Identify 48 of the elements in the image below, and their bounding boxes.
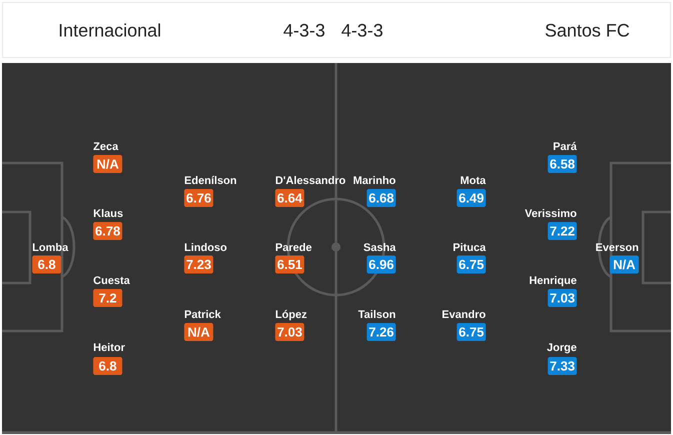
- formation: 4-3-3: [284, 24, 324, 37]
- rating-badge: 6.96: [366, 256, 396, 274]
- player-name: Zeca: [94, 142, 118, 150]
- rating-badge: N/A: [184, 323, 214, 341]
- rating-badge: 6.58: [548, 155, 577, 173]
- team-name: Santos FC: [546, 24, 630, 37]
- player-name: Tailson: [358, 310, 396, 318]
- team-name: Internacional: [60, 23, 160, 37]
- rating-badge: 6.8: [93, 357, 122, 375]
- player-name: Verissimo: [524, 209, 576, 218]
- player-name: Lindoso: [184, 243, 227, 252]
- rating-badge: N/A: [610, 256, 639, 274]
- formation: 4-3-3: [342, 24, 382, 37]
- rating-badge: 7.03: [548, 289, 577, 307]
- rating-badge: 6.75: [456, 256, 486, 274]
- rating-badge: 6.8: [32, 256, 62, 274]
- player-name: Everson: [596, 243, 638, 252]
- player-name: D'Alessandro: [276, 176, 346, 184]
- rating-badge: 6.78: [93, 222, 122, 240]
- player-name: Klaus: [94, 209, 123, 218]
- rating-badge: 6.51: [275, 256, 304, 274]
- player-name: Patrick: [184, 310, 221, 318]
- player-name: Marinho: [354, 176, 396, 184]
- player-name: Evandro: [442, 310, 486, 318]
- rating-badge: 7.22: [548, 222, 577, 240]
- player-name: Parede: [276, 243, 312, 252]
- rating-badge: 7.03: [275, 323, 304, 341]
- player-name: López: [276, 310, 307, 320]
- player-name: Pituca: [454, 243, 486, 252]
- player-name: Mota: [460, 176, 486, 184]
- player-name: Cuesta: [94, 276, 130, 284]
- rating-badge: N/A: [93, 155, 122, 173]
- rating-badge: 7.33: [548, 357, 577, 375]
- player-name: Jorge: [547, 343, 576, 354]
- rating-badge: 6.64: [275, 189, 304, 207]
- rating-badge: 7.23: [184, 256, 214, 274]
- rating-badge: 7.26: [366, 323, 396, 341]
- player-name: Pará: [554, 142, 577, 150]
- player-name: Sasha: [364, 243, 396, 252]
- player-name: Lomba: [32, 243, 68, 252]
- player-name: Heitor: [94, 343, 125, 352]
- player-name: Edenílson: [184, 176, 236, 184]
- player-name: Henrique: [530, 276, 576, 286]
- rating-badge: 6.49: [456, 189, 486, 207]
- rating-badge: 6.76: [184, 189, 214, 207]
- rating-badge: 6.68: [366, 189, 396, 207]
- rating-badge: 6.75: [456, 323, 486, 341]
- rating-badge: 7.2: [93, 289, 122, 307]
